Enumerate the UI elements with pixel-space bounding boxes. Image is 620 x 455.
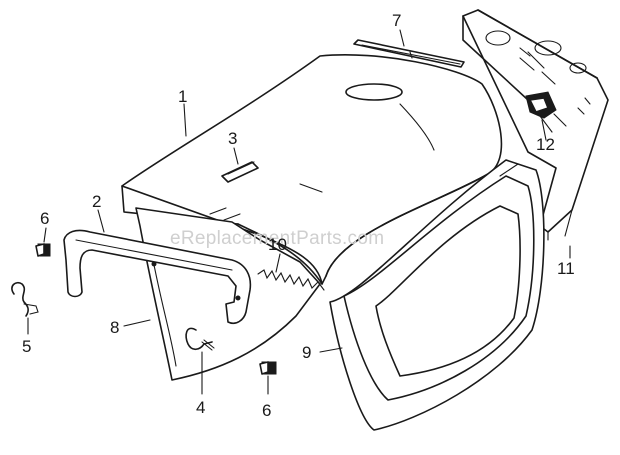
part-11-rear-panel [462, 9, 609, 241]
callout-6-lower: 6 [262, 401, 271, 420]
part-7-hood-strip [353, 39, 465, 68]
callout-3: 3 [228, 129, 237, 148]
part-9-right-side-panel [329, 159, 545, 431]
callout-1: 1 [178, 87, 187, 106]
part-2-handle [63, 229, 252, 325]
callout-4: 4 [196, 398, 205, 417]
callout-12: 12 [536, 135, 555, 154]
callout-5: 5 [22, 337, 31, 356]
leader-lines [27, 29, 571, 395]
part-6-bumper-lower [259, 361, 277, 375]
callout-2: 2 [92, 192, 101, 211]
part-3-vent [221, 161, 259, 183]
callout-7: 7 [392, 11, 401, 30]
callout-9: 9 [302, 343, 311, 362]
part-12-bracket [525, 91, 567, 133]
callout-10: 10 [268, 235, 287, 254]
callout-6-upper: 6 [40, 209, 49, 228]
part-5-wire-hook [11, 281, 39, 317]
part-1-hood [121, 54, 503, 285]
watermark-text: eReplacementParts.com [170, 228, 384, 249]
callout-8: 8 [110, 318, 119, 337]
part-10-spring [257, 269, 325, 291]
part-6-bumper-upper [35, 243, 51, 257]
callout-11: 11 [557, 259, 575, 278]
part-4-hook [185, 327, 215, 351]
